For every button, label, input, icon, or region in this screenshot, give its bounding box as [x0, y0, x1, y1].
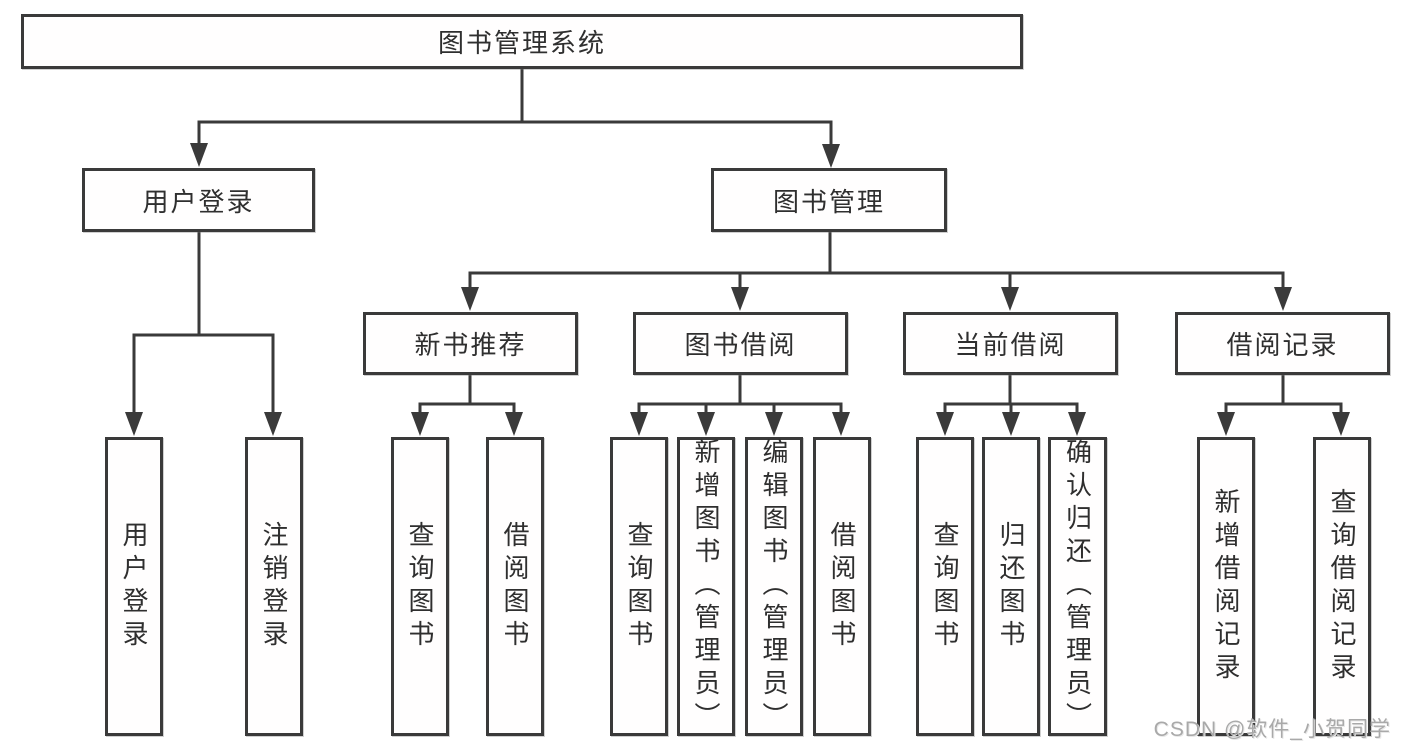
leaf-add-books-admin-label: 新增图书（管理员）: [691, 438, 721, 735]
leaf-borrow-books-recommend: 借阅图书: [486, 437, 544, 736]
leaf-confirm-return-admin: 确认归还（管理员）: [1048, 437, 1107, 736]
node-root: 图书管理系统: [21, 14, 1023, 69]
leaf-add-borrow-record: 新增借阅记录: [1197, 437, 1255, 736]
leaf-query-books-recommend-label: 查询图书: [405, 520, 435, 653]
node-new-book-recommend: 新书推荐: [363, 312, 578, 375]
leaf-confirm-return-admin-label: 确认归还（管理员）: [1062, 438, 1093, 735]
leaf-return-books: 归还图书: [982, 437, 1040, 736]
leaf-query-borrow-record: 查询借阅记录: [1313, 437, 1371, 736]
leaf-logout: 注销登录: [245, 437, 303, 736]
node-borrow-records-label: 借阅记录: [1226, 330, 1339, 360]
arrowheads: [125, 143, 1350, 436]
node-root-label: 图书管理系统: [437, 28, 606, 58]
leaf-add-borrow-record-label: 新增借阅记录: [1211, 487, 1241, 686]
node-book-borrow-label: 图书借阅: [684, 330, 797, 360]
node-current-borrow-label: 当前借阅: [954, 330, 1067, 360]
leaf-query-books-borrow-label: 查询图书: [624, 520, 654, 653]
node-user-login-label: 用户登录: [142, 186, 255, 217]
leaf-query-books-current: 查询图书: [916, 437, 974, 736]
node-user-login: 用户登录: [82, 168, 315, 232]
leaf-user-login-label: 用户登录: [119, 520, 149, 653]
leaf-edit-books-admin-label: 编辑图书（管理员）: [759, 438, 789, 735]
leaf-borrow-books: 借阅图书: [813, 437, 871, 736]
node-current-borrow: 当前借阅: [903, 312, 1118, 375]
csdn-watermark: CSDN @软件_小贺同学: [1153, 718, 1391, 741]
node-new-book-recommend-label: 新书推荐: [414, 330, 527, 360]
leaf-add-books-admin: 新增图书（管理员）: [677, 437, 735, 736]
node-book-management: 图书管理: [711, 168, 947, 232]
leaf-query-books-recommend: 查询图书: [391, 437, 449, 736]
leaf-borrow-books-recommend-label: 借阅图书: [500, 520, 530, 653]
leaf-query-borrow-record-label: 查询借阅记录: [1327, 487, 1357, 686]
leaf-return-books-label: 归还图书: [996, 520, 1026, 653]
node-book-borrow: 图书借阅: [633, 312, 848, 375]
leaf-query-books-current-label: 查询图书: [930, 520, 960, 653]
leaf-query-books-borrow: 查询图书: [610, 437, 668, 736]
leaf-user-login: 用户登录: [105, 437, 163, 736]
leaf-edit-books-admin: 编辑图书（管理员）: [745, 437, 803, 736]
node-book-management-label: 图书管理: [772, 186, 885, 217]
leaf-logout-label: 注销登录: [259, 520, 289, 653]
leaf-borrow-books-label: 借阅图书: [827, 520, 857, 653]
node-borrow-records: 借阅记录: [1175, 312, 1390, 375]
